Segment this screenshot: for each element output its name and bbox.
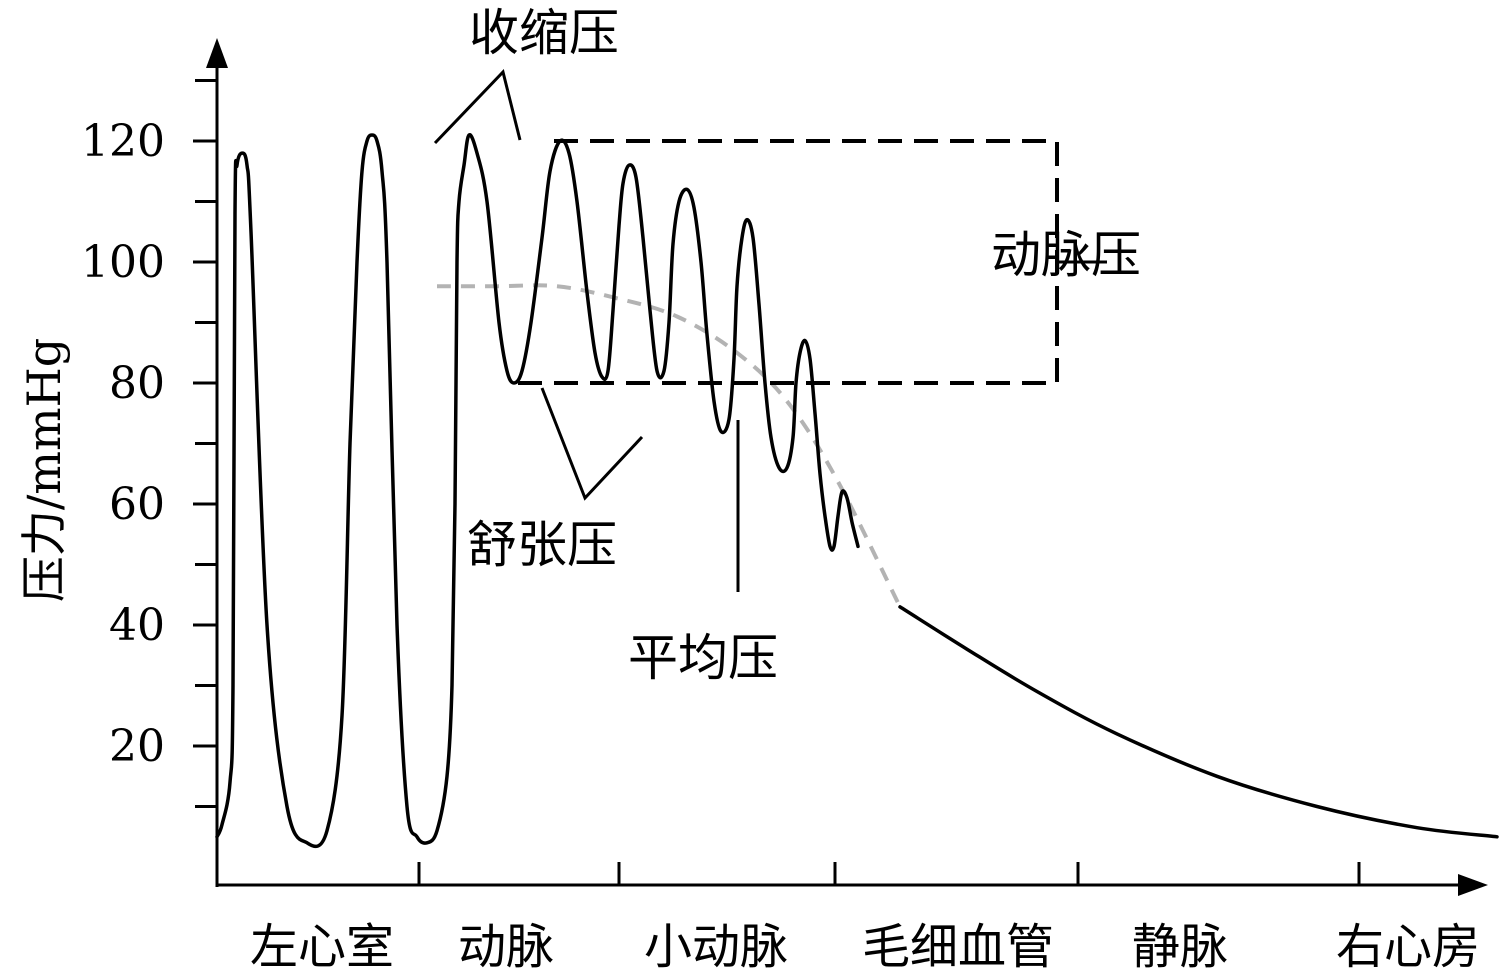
y-axis-arrow — [206, 38, 228, 68]
region-label-3: 毛细血管 — [862, 919, 1054, 971]
diastolic-leader-line — [540, 387, 644, 501]
y-ticks: 20 40 60 80 100 120 — [81, 79, 217, 808]
arterial-label: 动脉压 — [991, 226, 1141, 284]
systolic-label: 收缩压 — [469, 4, 619, 62]
region-label-2: 小动脉 — [644, 919, 788, 971]
y-tick-label-40: 40 — [109, 600, 165, 651]
region-label-1: 动脉 — [458, 919, 554, 971]
y-tick-label-80: 80 — [109, 358, 165, 409]
region-label-5: 右心房 — [1336, 919, 1480, 971]
pressure-decay-curve — [898, 605, 1499, 839]
mean-pressure-dashed-line — [436, 283, 902, 608]
region-label-0: 左心室 — [250, 919, 394, 971]
x-axis-arrow — [1458, 874, 1488, 896]
x-dividers — [417, 862, 1361, 885]
systolic-leader-line — [433, 69, 522, 145]
y-tick-label-120: 120 — [81, 116, 165, 167]
y-axis-label: 压力/mmHg — [17, 338, 71, 602]
diastolic-label: 舒张压 — [467, 516, 617, 574]
pressure-waveform — [215, 132, 860, 849]
y-tick-label-20: 20 — [109, 721, 165, 772]
y-tick-label-100: 100 — [81, 237, 165, 288]
region-label-4: 静脉 — [1132, 919, 1228, 971]
mean-label: 平均压 — [628, 629, 778, 687]
y-tick-label-60: 60 — [109, 479, 165, 530]
